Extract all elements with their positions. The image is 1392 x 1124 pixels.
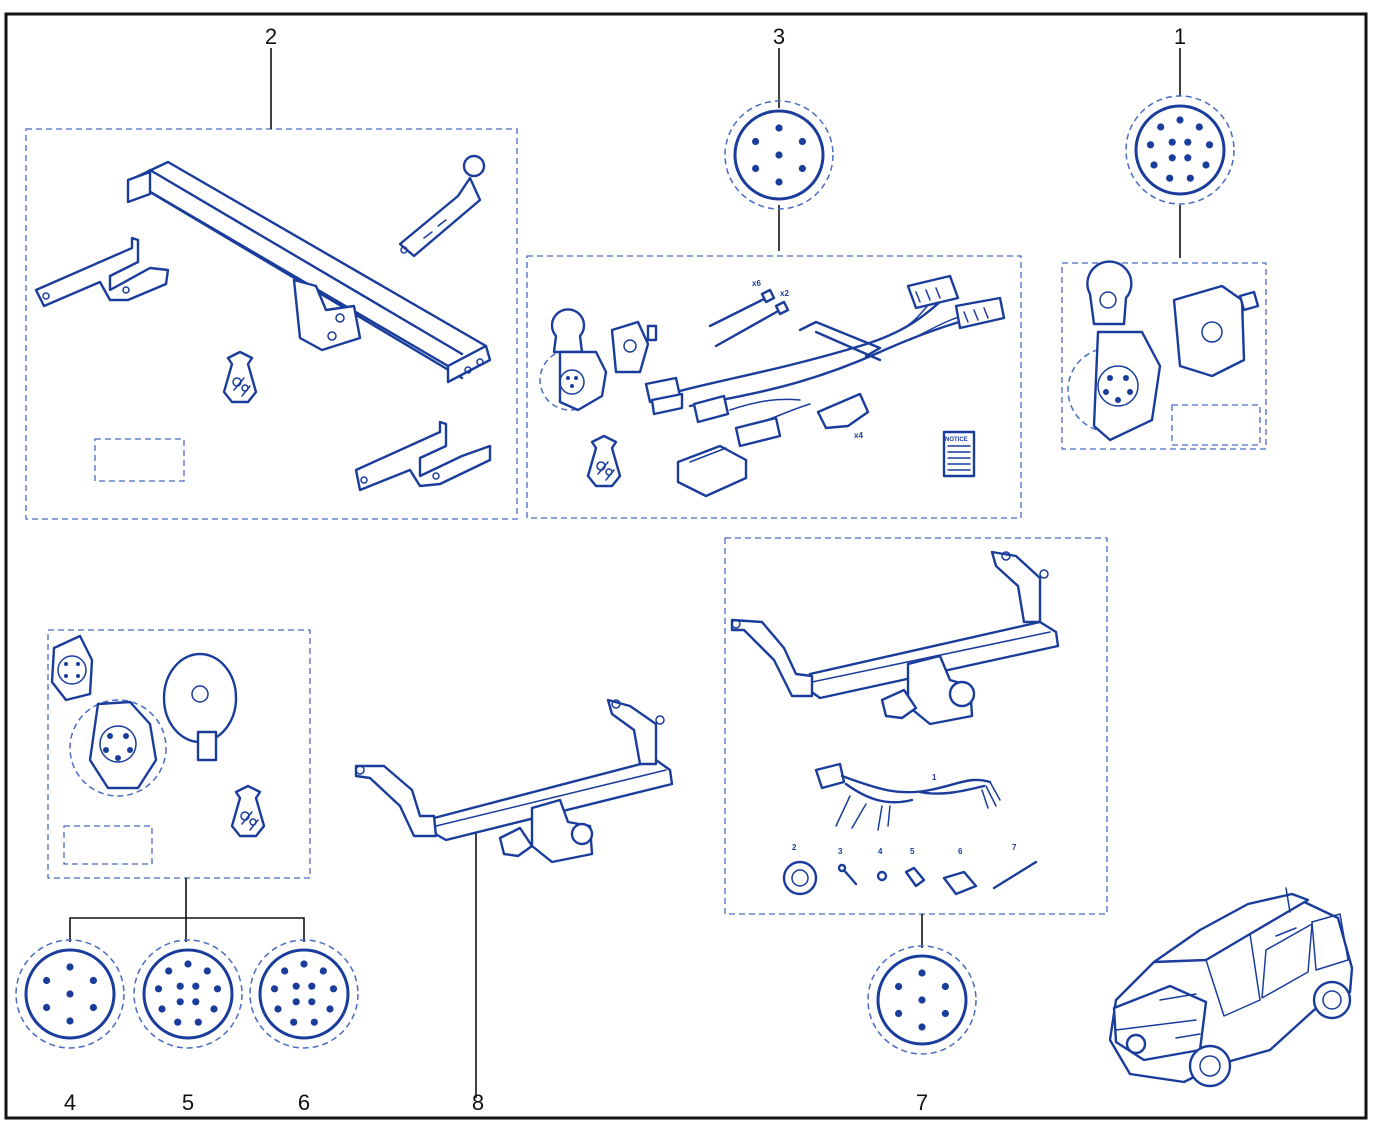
pin-dot <box>1184 138 1192 146</box>
pin-dot <box>174 1018 182 1026</box>
pin-dot <box>89 1003 97 1012</box>
pin-dot <box>43 976 51 985</box>
pin-dot <box>941 1009 950 1018</box>
pin-dot <box>918 1023 926 1031</box>
pin-dot <box>1166 174 1174 182</box>
pin-dot <box>1168 154 1176 162</box>
pin-dot <box>192 982 200 990</box>
kit-3-wiring-box: x6 x2 x4 NOTICE <box>526 48 1022 519</box>
pin-dot <box>1157 123 1165 131</box>
pin-face-4 <box>15 939 125 1049</box>
pin-dot <box>66 1017 74 1025</box>
callout-8: 8 <box>472 1090 484 1115</box>
pin-dot <box>310 1018 318 1026</box>
pin-dot <box>319 967 327 975</box>
pin-dot <box>895 1009 903 1018</box>
callout-4: 4 <box>64 1090 76 1115</box>
pin-dot <box>308 982 316 990</box>
kit-2-towbar-box <box>25 48 518 520</box>
kit7-part6-label: 6 <box>958 847 963 856</box>
pin-face-6 <box>249 939 359 1049</box>
pin-dot <box>1186 174 1194 182</box>
pin-dot <box>308 998 316 1006</box>
callout-6: 6 <box>298 1090 310 1115</box>
pin-dot <box>775 124 783 132</box>
pin-dot <box>752 164 760 173</box>
pin-dot <box>1184 154 1192 162</box>
pin-dot <box>1195 123 1203 131</box>
pin-dot <box>752 137 760 146</box>
callout-5: 5 <box>182 1090 194 1115</box>
pin-dot <box>775 178 783 186</box>
pin-dot <box>292 982 300 990</box>
pin-dot <box>941 982 950 991</box>
pin-dot <box>292 998 300 1006</box>
kit7-part7-label: 7 <box>1012 843 1017 852</box>
car-illustration <box>1108 887 1354 1088</box>
pin-dot <box>213 985 222 993</box>
pin-dot <box>1146 141 1155 149</box>
kit7-part4-label: 4 <box>878 847 883 856</box>
kit7-part3-label: 3 <box>838 847 843 856</box>
pin-dot <box>329 985 338 993</box>
kit7-part2-label: 2 <box>792 843 797 852</box>
pin-dot <box>300 960 308 968</box>
pin-dot <box>270 985 279 993</box>
pin-face-1 <box>1125 95 1235 205</box>
pin-dot <box>184 960 192 968</box>
callout-2: 2 <box>265 24 277 49</box>
pin-dot <box>326 1005 334 1013</box>
callout-7: 7 <box>916 1090 928 1115</box>
pin-dot <box>89 976 97 985</box>
pin-dot <box>154 985 163 993</box>
pin-dot <box>66 963 74 971</box>
pin-dot <box>918 996 926 1004</box>
notice-label: NOTICE <box>945 437 968 443</box>
ties-qty-label: x6 <box>752 279 761 288</box>
pin-dot <box>1150 161 1158 169</box>
pin-dot <box>895 982 903 991</box>
pin-dot <box>210 1005 218 1013</box>
pin-dot <box>1176 116 1184 124</box>
pin-dot <box>798 164 807 173</box>
kit7-part1-label: 1 <box>932 773 937 782</box>
kit-456-socket-box <box>47 629 311 942</box>
pin-dot <box>1168 138 1176 146</box>
pin-dot <box>43 1003 51 1012</box>
pin-dot <box>66 990 74 998</box>
pin-dot <box>194 1018 202 1026</box>
ties2-qty-label: x2 <box>780 289 789 298</box>
pin-dot <box>798 137 807 146</box>
callout-3: 3 <box>773 24 785 49</box>
diagram-frame <box>4 12 1368 1120</box>
kit-1-socket-box <box>1061 48 1267 450</box>
pin-dot <box>775 151 783 159</box>
pin-dot <box>281 967 289 975</box>
pin-dot <box>176 998 184 1006</box>
callout-1: 1 <box>1174 24 1186 49</box>
pin-face-5 <box>133 939 243 1049</box>
pin-dot <box>1202 161 1210 169</box>
pads-qty-label: x4 <box>854 431 863 440</box>
pin-face-3 <box>724 100 834 210</box>
pin-face-7 <box>867 945 977 1055</box>
pin-dot <box>158 1005 166 1013</box>
pin-dot <box>192 998 200 1006</box>
pin-dot <box>1205 141 1214 149</box>
pin-dot <box>274 1005 282 1013</box>
pin-dot <box>918 969 926 977</box>
kit-8-towbar <box>354 698 674 1098</box>
pin-dot <box>176 982 184 990</box>
callout-labels: 1 2 3 4 5 6 7 8 <box>64 24 1186 1115</box>
kit7-part5-label: 5 <box>910 847 915 856</box>
pin-dot <box>165 967 173 975</box>
kit-7-box: 1 2 3 4 5 6 7 <box>724 537 1108 948</box>
pin-dot <box>290 1018 298 1026</box>
pin-dot <box>203 967 211 975</box>
connector-pin-faces <box>15 95 1235 1055</box>
